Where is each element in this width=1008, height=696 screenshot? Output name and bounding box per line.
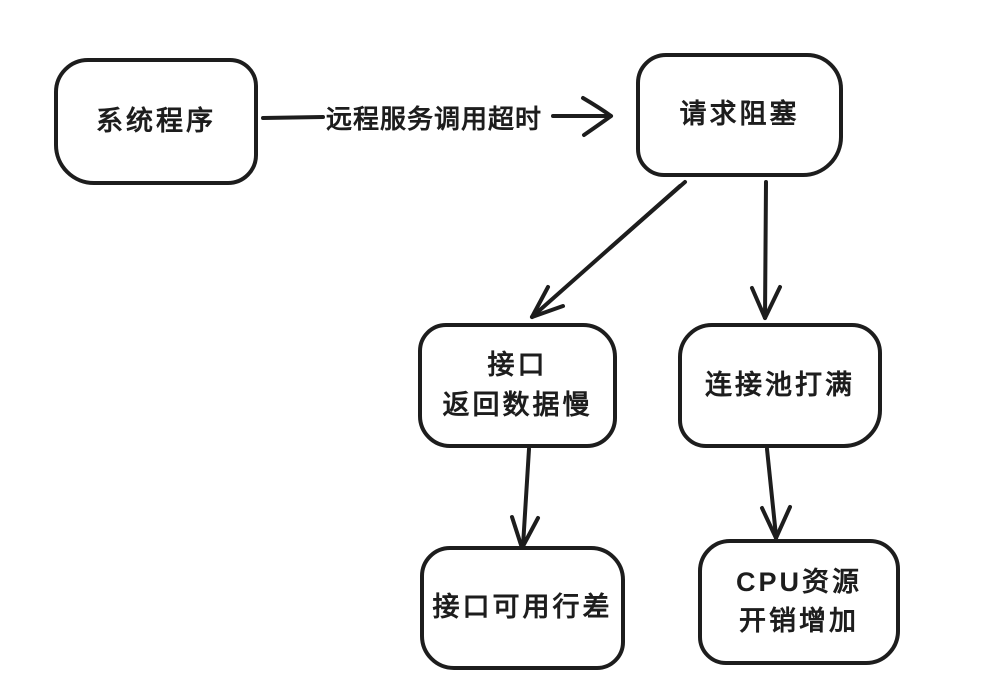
edge-label-remote-call-timeout: 远程服务调用超时 <box>326 104 543 134</box>
edge-system-to-request <box>261 96 613 137</box>
edge-request-to-api-slow <box>530 180 687 319</box>
node-cpu-overhead-increase: CPU资源 开销增加 <box>698 539 900 665</box>
edge-request-to-pool <box>750 180 782 320</box>
node-api-slow-response: 接口 返回数据慢 <box>418 323 617 448</box>
node-api-availability-poor: 接口可用行差 <box>420 546 625 670</box>
node-request-blocked: 请求阻塞 <box>636 53 843 177</box>
edge-pool-to-cpu <box>760 447 792 540</box>
node-system-program: 系统程序 <box>54 58 258 185</box>
edge-api-slow-to-availability <box>510 447 540 550</box>
node-connection-pool-full: 连接池打满 <box>678 323 882 448</box>
